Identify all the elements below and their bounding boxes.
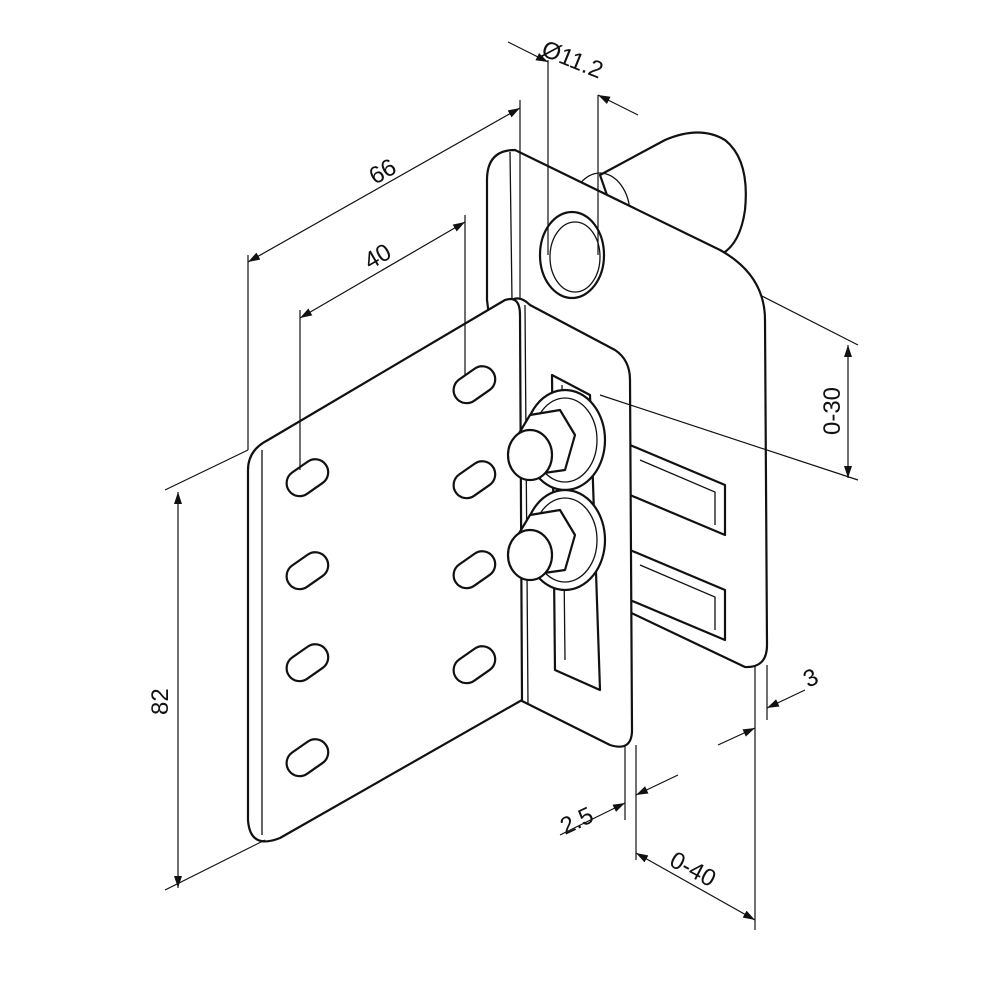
dim-horizontal-adjust: 0-40	[635, 846, 756, 921]
bracket-side-plate	[246, 297, 524, 843]
nut-lower	[506, 488, 607, 592]
dim-height: 82	[147, 449, 266, 891]
dim-vertical-adjust: 0-30	[599, 294, 859, 481]
svg-text:0-30: 0-30	[819, 387, 846, 435]
svg-text:40: 40	[360, 238, 397, 275]
svg-text:0-40: 0-40	[665, 846, 720, 892]
svg-text:66: 66	[365, 153, 402, 190]
dim-bracket-thickness: 2.5	[556, 745, 679, 860]
svg-text:2.5: 2.5	[556, 802, 598, 841]
svg-text:82: 82	[147, 688, 174, 715]
side-plate-slots	[285, 365, 497, 778]
dim-back-thickness: 3	[717, 663, 823, 930]
svg-text:3: 3	[799, 663, 823, 693]
